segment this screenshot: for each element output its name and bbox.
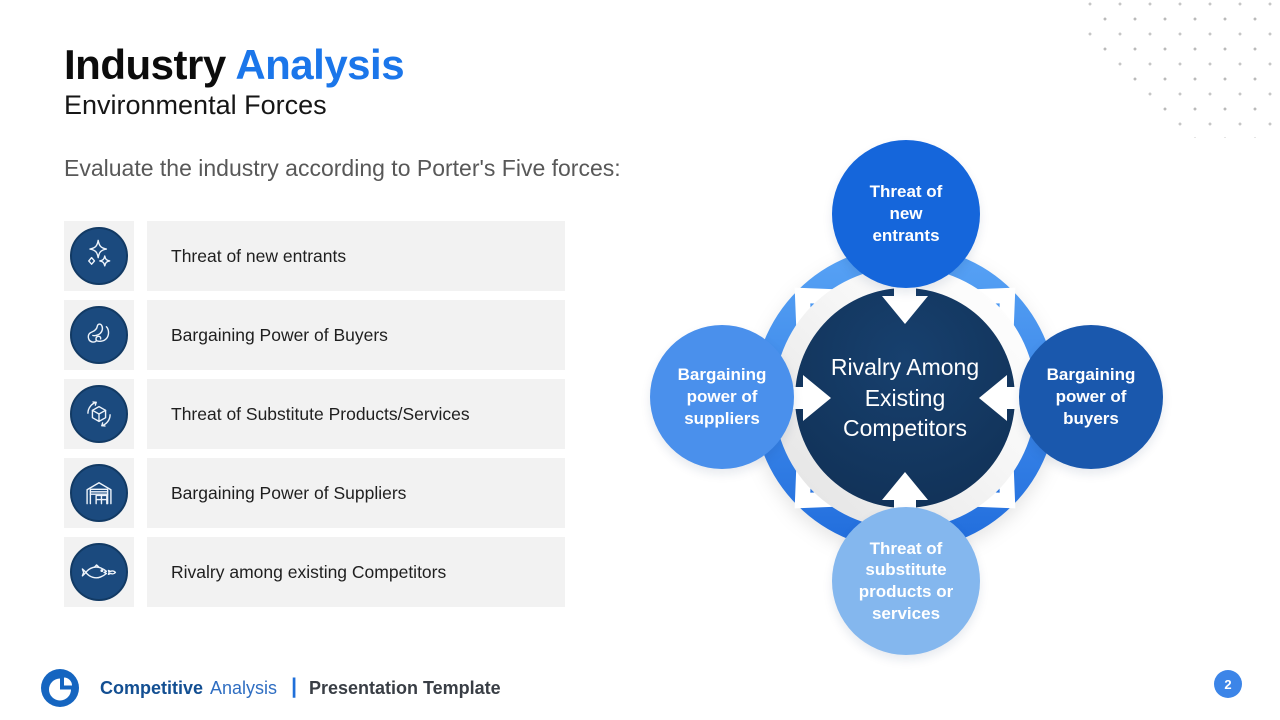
diagram-left-label: Bargaining power of suppliers [677,365,767,428]
footer-template-label: Presentation Template [308,677,501,698]
force-row: Threat of new entrants [64,221,565,291]
force-label: Threat of new entrants [147,221,565,291]
footer: Competitive Analysis | Presentation Temp… [40,668,501,708]
diagram-bottom-label: Threat of substitute products or service… [858,538,954,623]
force-row: Bargaining Power of Buyers [64,300,565,370]
corner-dots-decoration [1084,0,1280,138]
force-label: Bargaining Power of Suppliers [147,458,565,528]
page-title: Industry Analysis [64,41,405,88]
diagram-node-right: Bargaining power of buyers [1019,325,1163,469]
forces-list: Threat of new entrants Bargaining Power … [64,221,565,607]
five-forces-diagram: Rivalry Among Existing Competitors Threa… [645,138,1165,658]
force-label: Rivalry among existing Competitors [147,537,565,607]
diagram-center-label: Rivalry Among Existing Competitors [830,354,980,442]
diagram-node-left: Bargaining power of suppliers [650,325,794,469]
force-label: Bargaining Power of Buyers [147,300,565,370]
footer-brand-light: Analysis [210,677,278,698]
title-accent: Analysis [235,41,405,88]
diagram-node-bottom: Threat of substitute products or service… [832,507,980,655]
header: Industry Analysis Environmental Forces [64,41,405,121]
force-icon-tile [64,221,134,291]
warehouse-icon [70,464,128,522]
footer-brand-bold: Competitive [100,677,204,698]
force-icon-tile [64,379,134,449]
force-row: Threat of Substitute Products/Services [64,379,565,449]
sparkles-icon [70,227,128,285]
force-icon-tile [64,300,134,370]
diagram-node-center: Rivalry Among Existing Competitors [795,288,1015,508]
pie-chart-logo-icon [41,669,79,707]
force-row: Rivalry among existing Competitors [64,537,565,607]
cycle-box-icon [70,385,128,443]
force-row: Bargaining Power of Suppliers [64,458,565,528]
footer-divider: | [291,675,297,698]
force-icon-tile [64,458,134,528]
diagram-top-label: Threat of new entrants [869,182,943,245]
fish-icon [70,543,128,601]
force-icon-tile [64,537,134,607]
diagram-right-label: Bargaining power of buyers [1046,365,1136,428]
page-subtitle: Environmental Forces [64,90,327,121]
force-label: Threat of Substitute Products/Services [147,379,565,449]
intro-text: Evaluate the industry according to Porte… [64,155,621,181]
muscle-icon [70,306,128,364]
diagram-node-top: Threat of new entrants [832,140,980,288]
page-number-badge: 2 [1214,670,1242,698]
title-primary: Industry [64,41,226,88]
